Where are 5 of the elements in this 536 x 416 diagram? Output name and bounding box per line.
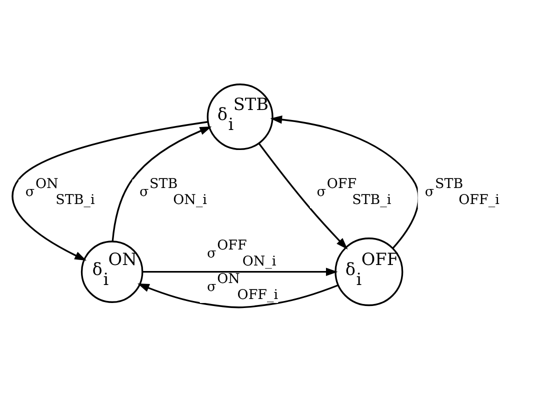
- arrow: [270, 115, 420, 249]
- arrow: [138, 284, 338, 308]
- arrow: [258, 143, 348, 250]
- arrow: [112, 126, 212, 242]
- arrow: [142, 268, 338, 276]
